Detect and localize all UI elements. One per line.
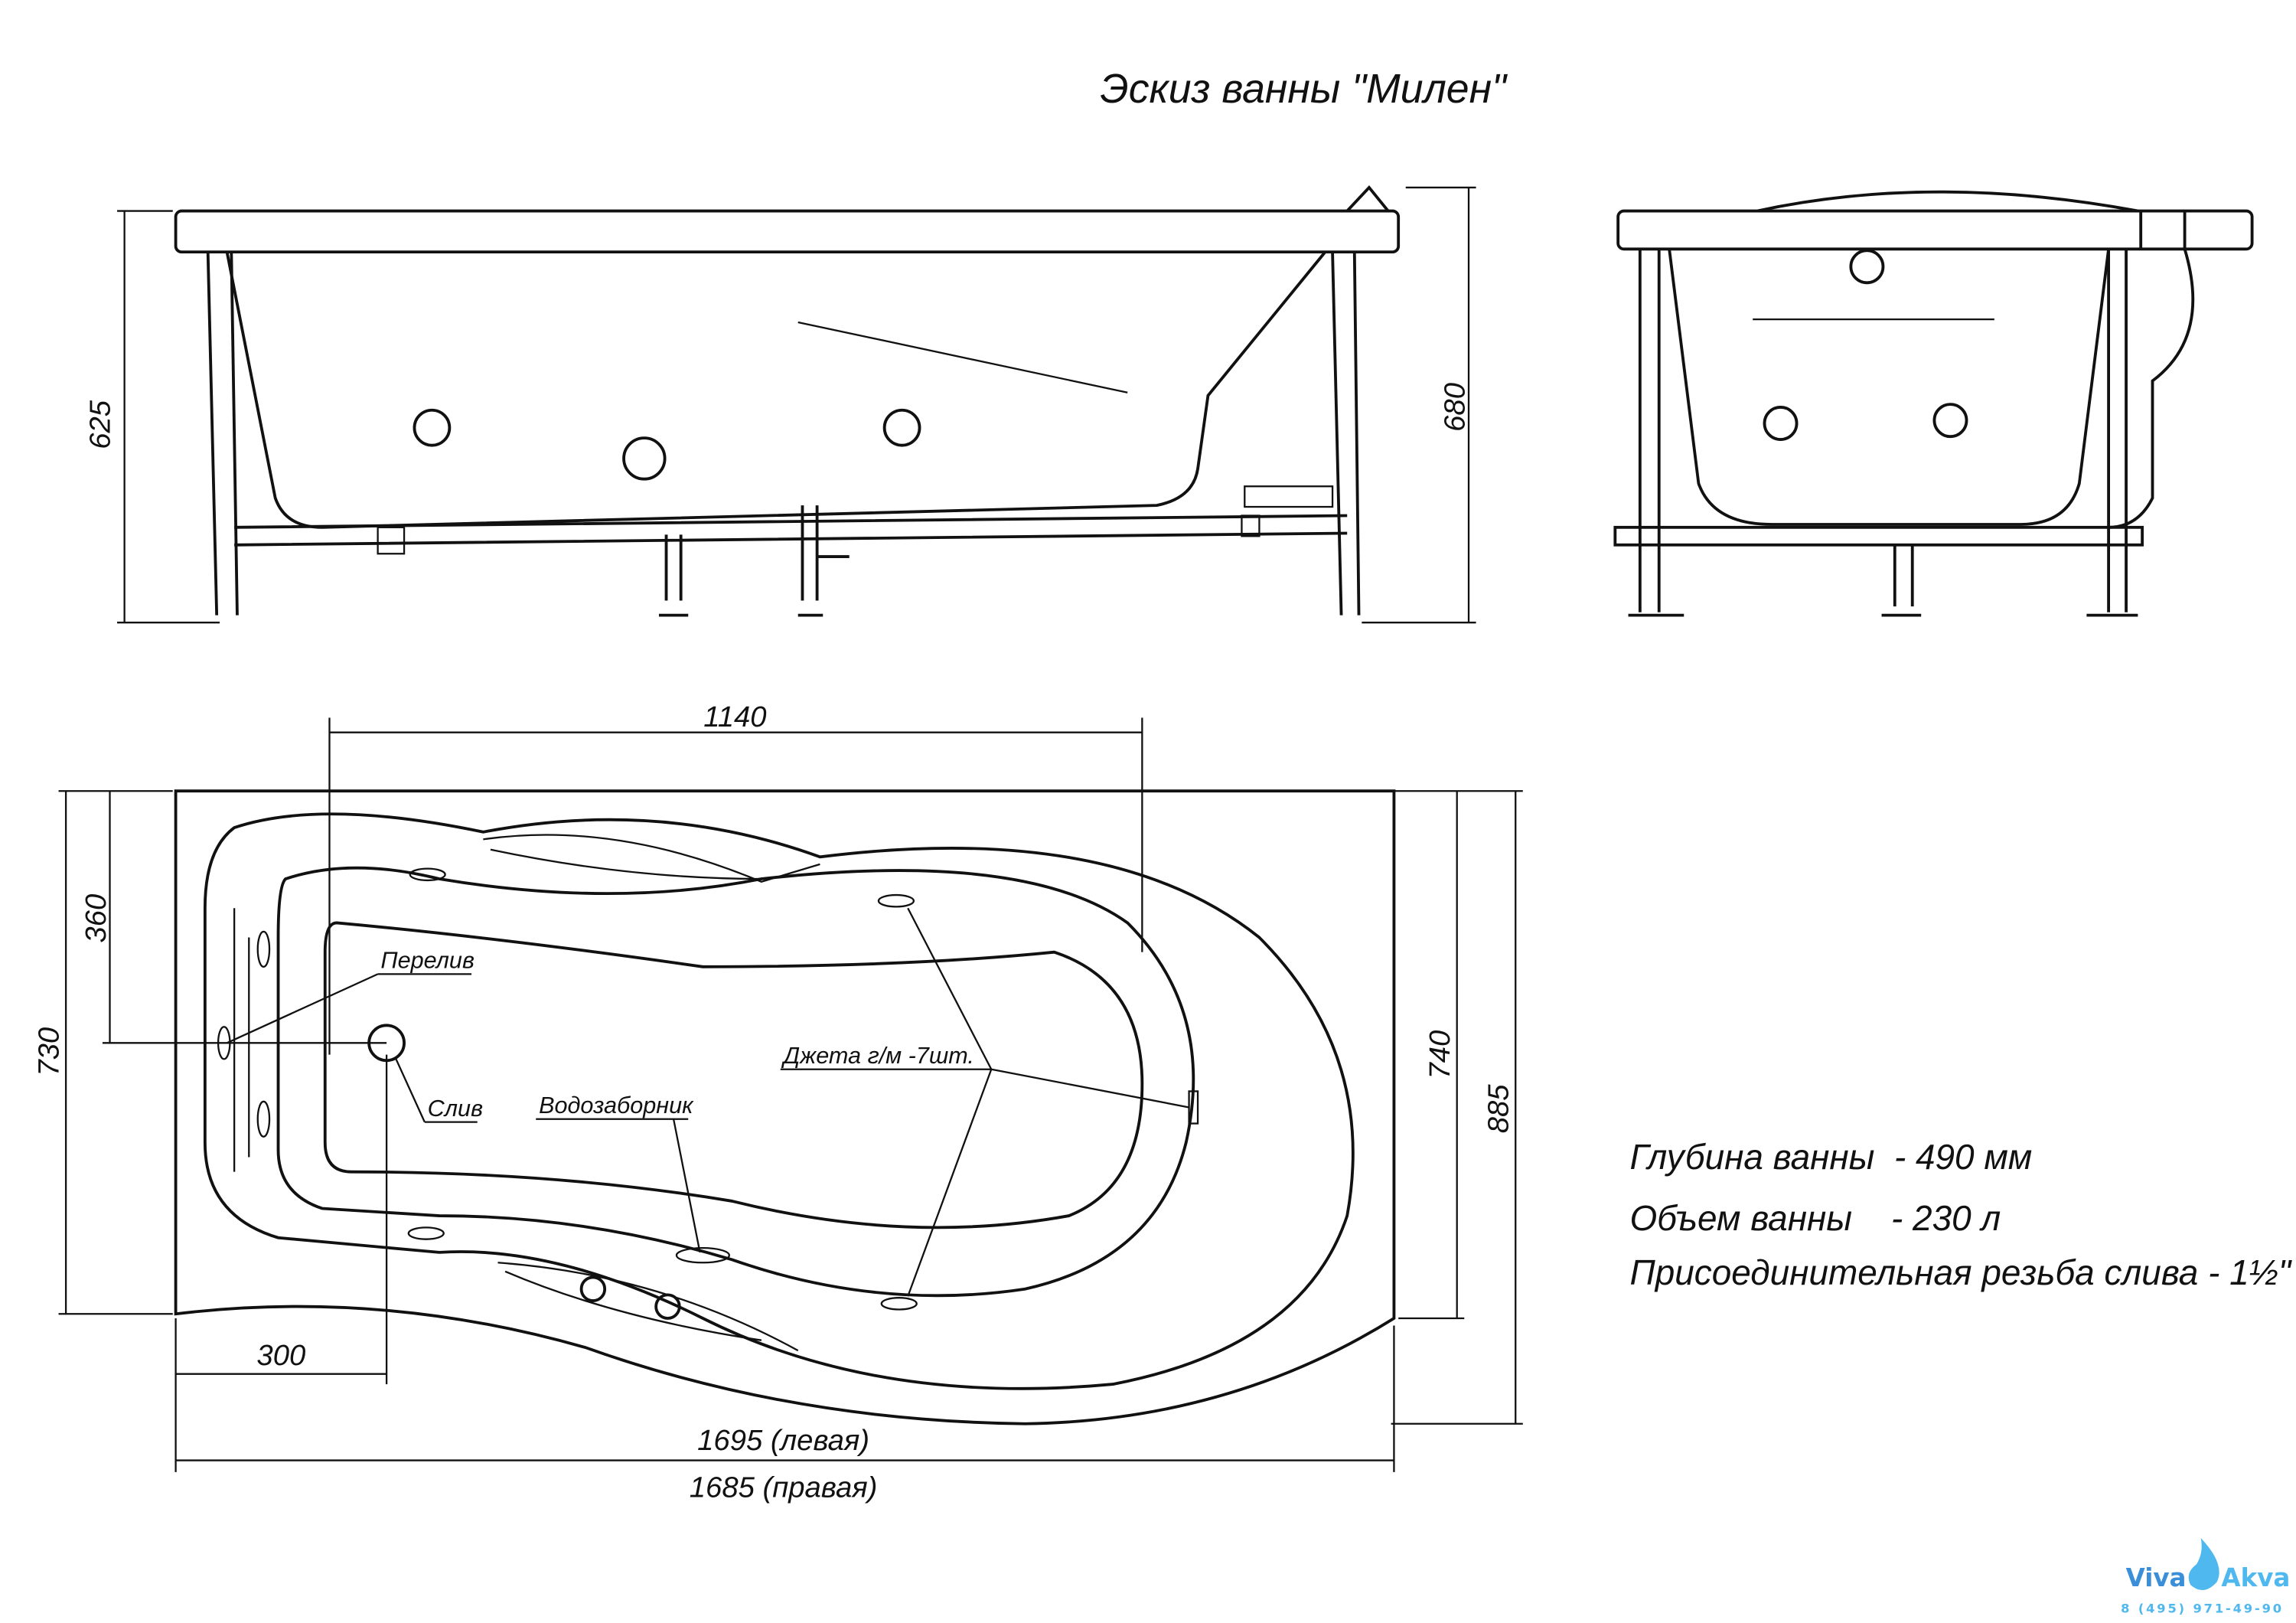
drawing-title: Эскиз ванны "Милен" bbox=[1101, 67, 1508, 112]
water-drop-icon bbox=[2188, 1537, 2219, 1591]
plan-view: 1140 730 360 740 885 300 1695 (левая) 16… bbox=[33, 700, 1523, 1504]
label-overflow: Перелив bbox=[380, 948, 475, 974]
side-view: 625 680 bbox=[83, 185, 1476, 624]
label-jets: Джета г/м -7шт. bbox=[781, 1043, 974, 1069]
dim-885: 885 bbox=[1482, 1084, 1515, 1134]
end-view bbox=[1613, 190, 2254, 617]
logo-phone: 8 (495) 971-49-90 bbox=[2121, 1602, 2284, 1616]
dim-height-right: 680 bbox=[1438, 383, 1471, 432]
dim-730: 730 bbox=[33, 1027, 66, 1076]
dim-360: 360 bbox=[80, 894, 113, 943]
specs: Глубина ванны - 490 мм Объем ванны - 230… bbox=[1629, 1137, 2291, 1292]
dim-740: 740 bbox=[1424, 1030, 1456, 1079]
spec-volume: Объем ванны - 230 л bbox=[1629, 1198, 2001, 1238]
dim-1140: 1140 bbox=[703, 700, 766, 733]
length-right: 1685 (правая) bbox=[690, 1471, 878, 1504]
spec-depth: Глубина ванны - 490 мм bbox=[1629, 1137, 2032, 1177]
label-intake: Водозаборник bbox=[539, 1092, 694, 1118]
viva-akva-logo: Viva Akva 8 (495) 971-49-90 bbox=[2121, 1537, 2290, 1616]
length-left: 1695 (левая) bbox=[697, 1424, 869, 1457]
dim-300: 300 bbox=[256, 1339, 305, 1372]
spec-thread: Присоединительная резьба слива - 1½" bbox=[1629, 1252, 2291, 1292]
logo-brand-right: Akva bbox=[2221, 1563, 2290, 1592]
label-drain: Слив bbox=[428, 1096, 483, 1122]
logo-brand-left: Viva bbox=[2126, 1563, 2187, 1592]
dim-height-left: 625 bbox=[83, 400, 116, 449]
